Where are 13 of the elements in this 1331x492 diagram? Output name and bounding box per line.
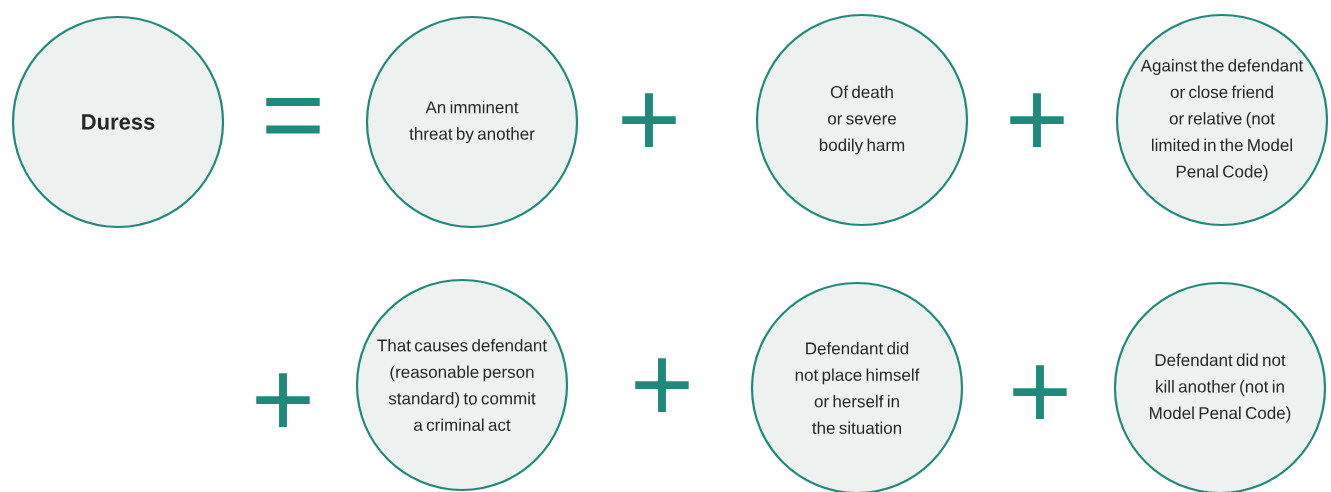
circle-node: Against the defendant or close friend or relative (not limited in the Model Penal Code) xyxy=(1115,13,1329,227)
circle-node: Duress xyxy=(11,15,225,229)
circle-node: Of death or severe bodily harm xyxy=(755,13,969,227)
circle-node: Defendant did not place himself or herself in the situation xyxy=(750,281,964,492)
operator-sign: + xyxy=(1010,93,1064,148)
operator-sign: + xyxy=(635,358,689,413)
operator-sign: + xyxy=(256,373,310,428)
circle-node: That causes defendant (reasonable person standard) to commit a criminal act xyxy=(355,278,569,492)
circle-node: Defendant did not kill another (not in Model Penal Code) xyxy=(1113,281,1327,492)
operator-sign: + xyxy=(622,93,676,148)
operator-sign: = xyxy=(266,98,320,134)
operator-sign: + xyxy=(1013,365,1067,420)
circle-node: An imminent threat by another xyxy=(365,15,579,229)
